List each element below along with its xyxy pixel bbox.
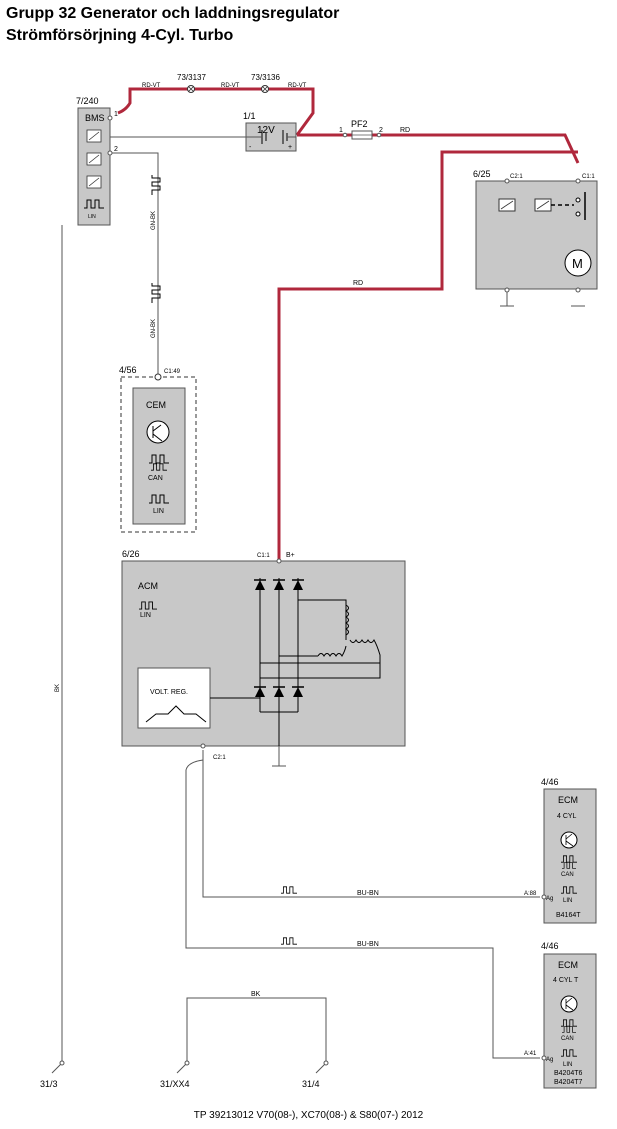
ecm1-ag: Ag [546, 896, 553, 902]
fuse-pf2 [342, 130, 382, 140]
battery-plus: + [288, 144, 292, 151]
acm-label: ACM [138, 581, 158, 591]
battery-label: 12V [257, 125, 275, 136]
battery-ref: 1/1 [243, 111, 256, 121]
acm-ref: 6/26 [122, 549, 140, 559]
wire-rd-vt [117, 87, 315, 136]
acm-lin: LIN [140, 612, 151, 619]
ecm-4cyl [541, 788, 597, 924]
bms-pin1: 1 [114, 111, 118, 118]
ecm2-pin: A:41 [524, 1051, 537, 1057]
cem-module [120, 373, 197, 533]
wire-rd-vt-3-label: RD-VT [288, 83, 307, 89]
bms-module [77, 107, 113, 226]
splice2-label: 73/3136 [251, 73, 280, 82]
ground-31-xx4: 31/XX4 [160, 1079, 190, 1089]
diagram-title: Grupp 32 Generator och laddningsregulato… [6, 5, 340, 22]
cem-can: CAN [148, 475, 163, 482]
ecm2-ag: Ag [546, 1057, 553, 1063]
battery [245, 122, 297, 152]
ground-31-4: 31/4 [302, 1079, 320, 1089]
bms-pin2: 2 [114, 146, 118, 153]
cem-lin: LIN [153, 508, 164, 515]
ecm2-ref: 4/46 [541, 941, 559, 951]
ecm2-sub: 4 CYL T [553, 977, 579, 984]
wire-bk-left-label: BK [55, 684, 61, 692]
ecm2-model2: B4204T7 [554, 1079, 583, 1086]
starter-motor-label: M [572, 256, 583, 271]
wire-bu-bn-1-label: BU-BN [357, 890, 379, 897]
ground-31-3: 31/3 [40, 1079, 58, 1089]
fuse-label: PF2 [351, 119, 368, 129]
diagram-subtitle: Strömförsörjning 4-Cyl. Turbo [6, 27, 234, 44]
bms-label: BMS [85, 113, 105, 123]
ecm2-can: CAN [561, 1036, 574, 1042]
wire-rd-main-label: RD [353, 280, 363, 287]
cem-label: CEM [146, 400, 166, 410]
footer-caption: TP 39213012 V70(08-), XC70(08-) & S80(07… [193, 1110, 424, 1121]
ecm1-pin: A:88 [524, 891, 537, 897]
wire-bu-bn-1 [202, 750, 540, 898]
splice-73-3137 [187, 85, 195, 93]
wire-bk-ground-label: BK [251, 991, 261, 998]
starter-conn2: C1:1 [582, 174, 595, 180]
bms-ref: 7/240 [76, 96, 99, 106]
ecm1-label: ECM [558, 795, 578, 805]
cem-ref: 4/56 [119, 365, 137, 375]
acm-conn1: C1:1 [257, 553, 270, 559]
ecm1-model: B4164T [556, 912, 581, 919]
ecm-4cyl-t [541, 953, 597, 1089]
wire-bk-ground [186, 997, 327, 1063]
starter-ref: 6/25 [473, 169, 491, 179]
wire-gn-bk-2-label: GN-BK [151, 319, 157, 338]
ground-points [51, 1060, 329, 1074]
wire-rd-main [277, 150, 578, 570]
splice-73-3136 [261, 85, 269, 93]
starter-conn1: C2:1 [510, 174, 523, 180]
wire-rd-vt-1-label: RD-VT [142, 83, 161, 89]
ecm2-label: ECM [558, 960, 578, 970]
wire-gn-bk-1-label: GN-BK [151, 211, 157, 230]
wire-bu-bn-2 [185, 759, 540, 1059]
acm-conn2: C2:1 [213, 755, 226, 761]
ecm2-lin: LIN [563, 1062, 572, 1068]
acm-regulator-label: VOLT. REG. [150, 689, 188, 696]
starter-motor [475, 178, 598, 307]
wire-gn-bk [110, 152, 159, 375]
fuse-pin1: 1 [339, 127, 343, 134]
wire-rd-fuse [297, 133, 580, 164]
ecm2-model1: B4204T6 [554, 1070, 583, 1077]
splice1-label: 73/3137 [177, 73, 206, 82]
ecm1-ref: 4/46 [541, 777, 559, 787]
acm-bplus: B+ [286, 552, 295, 559]
ecm1-sub: 4 CYL [557, 813, 577, 820]
acm-alternator [121, 558, 406, 767]
ecm1-can: CAN [561, 872, 574, 878]
cem-conn: C1:49 [164, 369, 181, 375]
wire-rd-vt-2-label: RD-VT [221, 83, 240, 89]
bms-lin: LIN [88, 214, 96, 220]
wire-bu-bn-2-label: BU-BN [357, 941, 379, 948]
battery-minus: - [249, 144, 252, 151]
wire-rd-fuse-label: RD [400, 127, 410, 134]
ecm1-lin: LIN [563, 898, 572, 904]
fuse-pin2: 2 [379, 127, 383, 134]
